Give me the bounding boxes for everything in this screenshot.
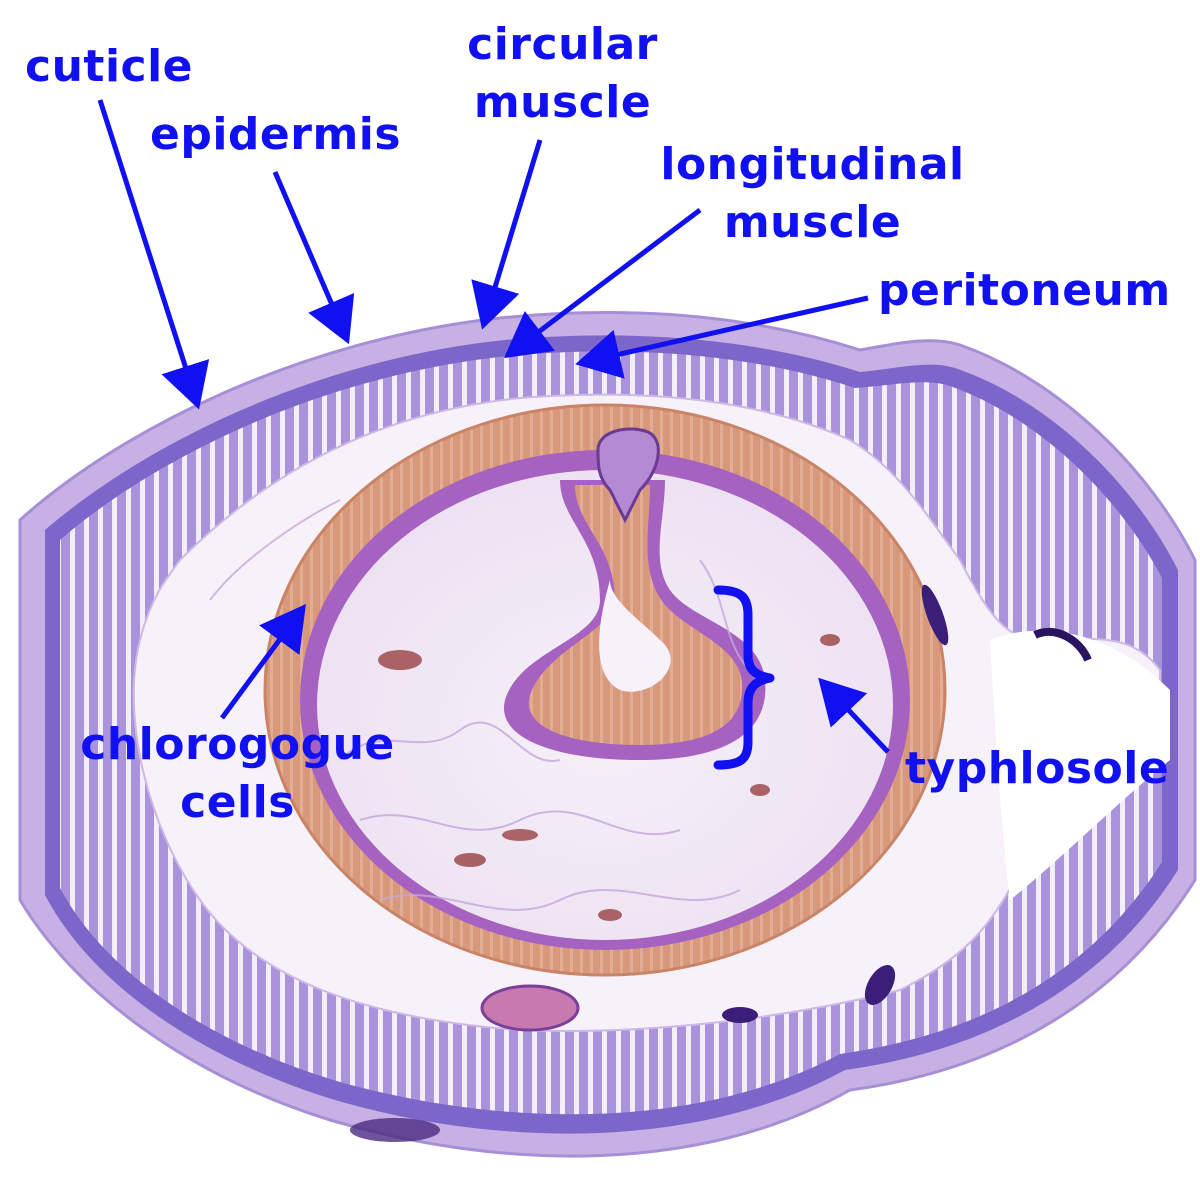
label-peritoneum: peritoneum xyxy=(878,265,1171,316)
ventral-nerve-cord xyxy=(480,984,580,1032)
ventral-dark-blob-1 xyxy=(864,965,896,1005)
arrow-epidermis xyxy=(272,171,355,345)
ventral-dark-mass xyxy=(350,1118,440,1142)
arrow-typhlosole xyxy=(818,677,890,754)
label-chlorogogue-cells: chlorogogue cells xyxy=(80,719,395,828)
label-longitudinal-muscle: longitudinal muscle xyxy=(660,139,965,248)
right-notch xyxy=(990,630,1170,900)
label-epidermis: epidermis xyxy=(150,109,402,160)
typhlosole-brace xyxy=(713,585,775,770)
arrow-cuticle xyxy=(97,99,210,410)
lateral-dark-mass-1 xyxy=(921,584,949,646)
lateral-dark-mass-2 xyxy=(1033,627,1092,662)
label-circular-muscle: circular muscle xyxy=(467,19,658,128)
arrow-peritoneum xyxy=(575,295,869,379)
ventral-dark-blob-2 xyxy=(722,1007,758,1023)
label-typhlosole: typhlosole xyxy=(905,743,1170,794)
arrow-chlorogogue xyxy=(219,603,306,720)
arrow-circular-muscle xyxy=(471,139,543,330)
inner-tissue-details xyxy=(378,634,840,921)
coelom-fibers xyxy=(209,499,761,911)
arrow-longitudinal-muscle xyxy=(504,208,702,359)
label-cuticle: cuticle xyxy=(25,41,194,92)
dorsal-vessel xyxy=(596,427,660,524)
typhlosole-core xyxy=(528,485,743,745)
typhlosole-lumen xyxy=(599,580,671,692)
label-arrows xyxy=(97,99,890,754)
